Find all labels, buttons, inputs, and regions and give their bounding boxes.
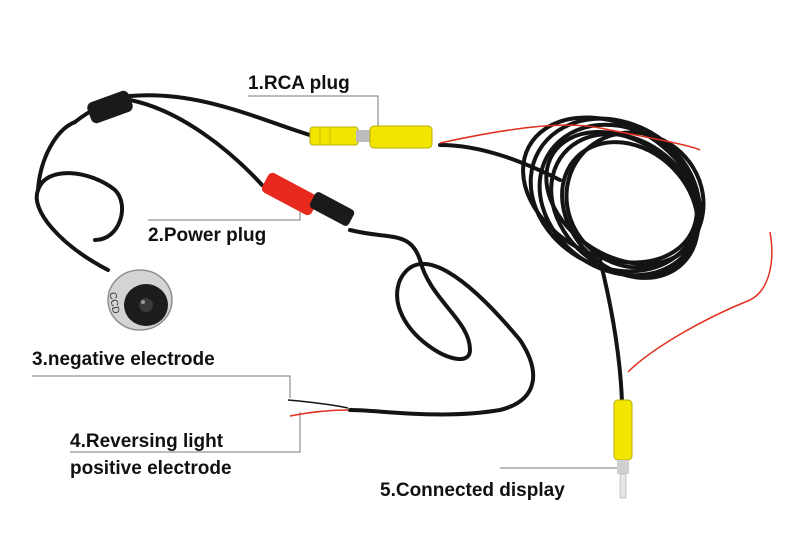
label-connected-display: 5.Connected display: [380, 480, 565, 501]
leader-line-negative: [32, 375, 291, 398]
display-rca-connector: [613, 399, 633, 499]
label-reversing-light: 4.Reversing light: [70, 431, 224, 452]
label-reversing-light-positive: positive electrode: [70, 458, 232, 479]
leader-line-power: [148, 200, 301, 221]
power-plug: [261, 172, 355, 226]
label-rca-plug: 1.RCA plug: [248, 73, 350, 94]
cable-coil: [521, 115, 706, 280]
black-thin-wire: [287, 399, 349, 409]
leader-line-reversing: [70, 412, 301, 453]
label-negative-electrode: 3.negative electrode: [32, 349, 215, 370]
leader-lines: [32, 95, 618, 469]
red-wires: [289, 124, 773, 417]
junction-sleeve: [87, 90, 133, 124]
camera-label: CCD: [106, 291, 121, 314]
camera-body: [107, 269, 173, 331]
leader-line-rca: [248, 95, 379, 128]
rca-connector-pair: [309, 125, 433, 149]
label-power-plug: 2.Power plug: [148, 225, 267, 246]
